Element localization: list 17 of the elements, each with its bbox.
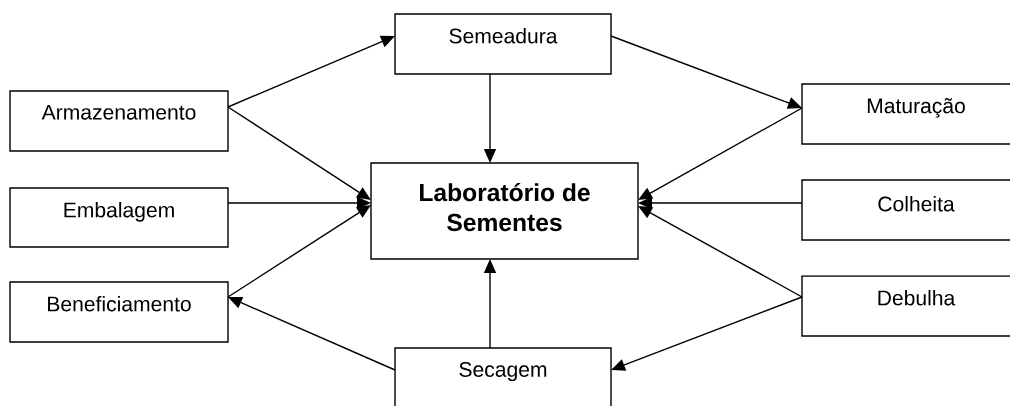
- arrow: [227, 205, 371, 298]
- process-box: Colheita: [801, 179, 1010, 241]
- process-box: Debulha: [801, 275, 1010, 337]
- arrow: [227, 35, 395, 108]
- process-box: Beneficiamento: [9, 281, 229, 343]
- arrow: [610, 35, 802, 109]
- arrow: [611, 296, 803, 371]
- process-box: Semeadura: [394, 13, 612, 75]
- process-box: Laboratório de Sementes: [370, 162, 639, 260]
- arrow: [638, 107, 803, 200]
- process-box: Secagem: [394, 347, 612, 406]
- process-box: Armazenamento: [9, 90, 229, 152]
- process-box: Maturação: [801, 83, 1010, 145]
- arrow: [638, 206, 803, 298]
- arrow: [227, 106, 371, 200]
- process-box: Embalagem: [9, 187, 229, 248]
- arrow: [228, 296, 396, 371]
